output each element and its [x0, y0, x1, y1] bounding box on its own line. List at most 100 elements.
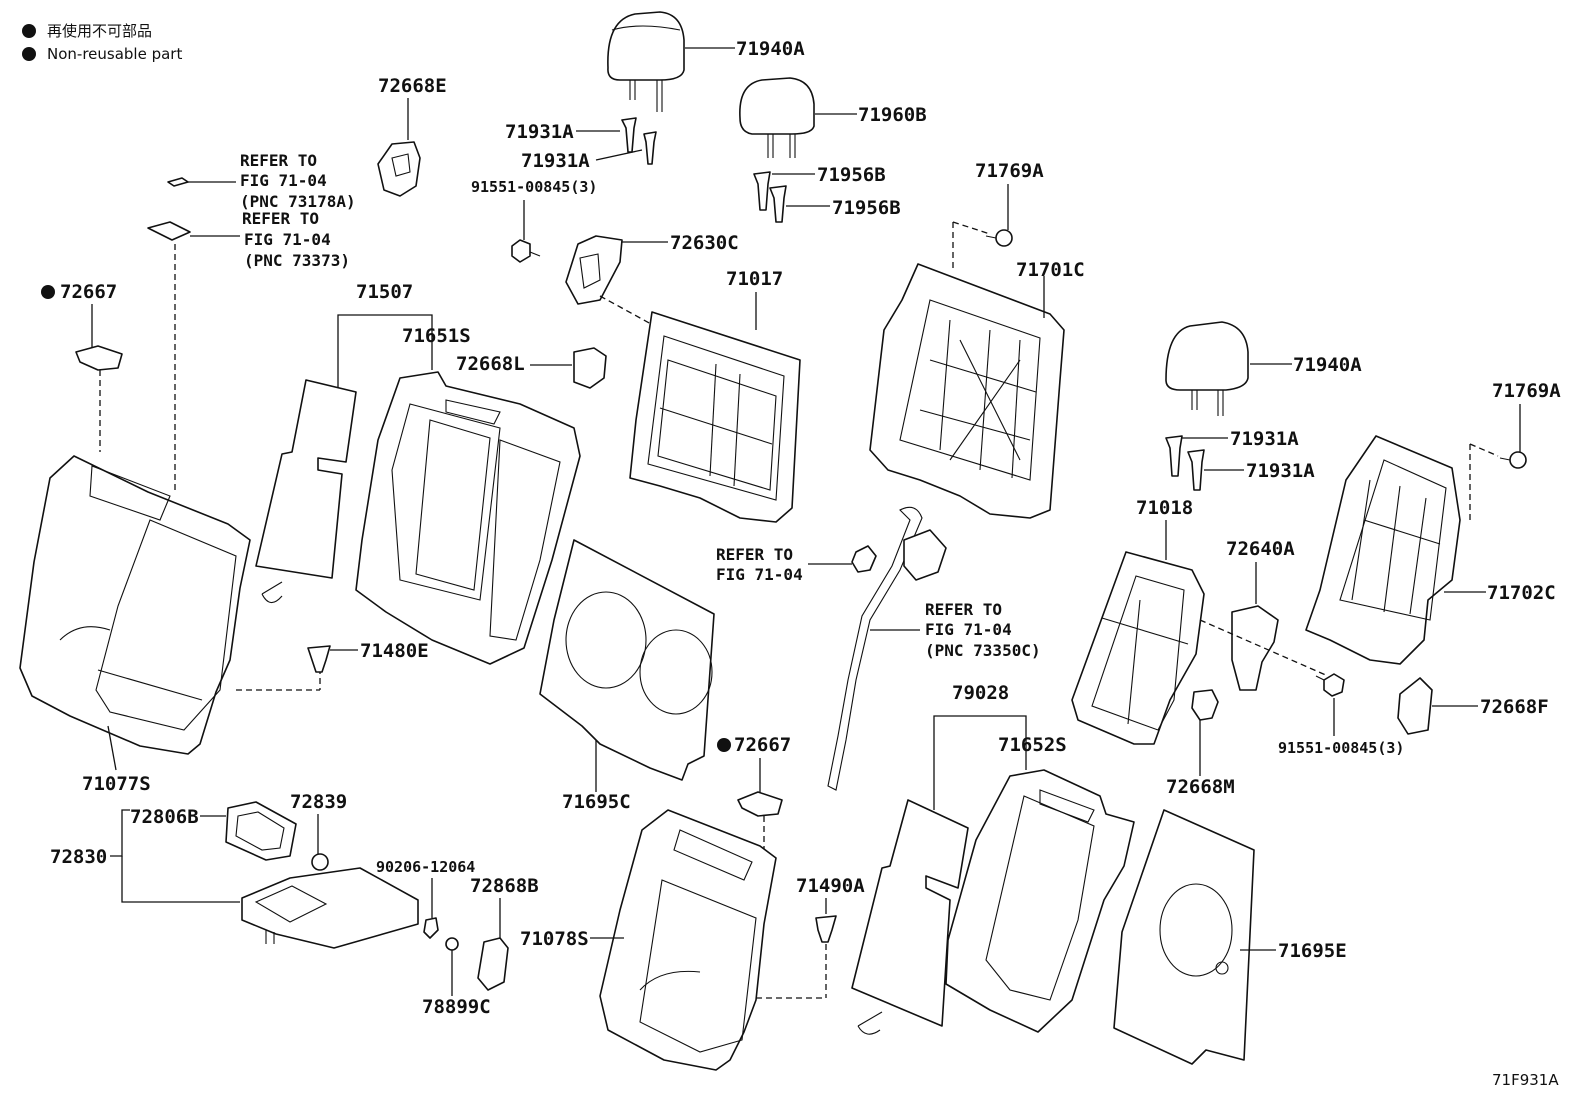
label-72630c: 72630C	[670, 232, 739, 254]
headrest-71960b	[739, 77, 815, 158]
board-71695c	[539, 539, 715, 781]
label-71078s: 71078S	[520, 928, 589, 950]
label-71931a-4: 71931A	[1246, 460, 1315, 482]
refer1-line2: FIG 71-04	[240, 171, 327, 190]
headrest-guide-71956b	[753, 171, 787, 223]
label-71940a-top: 71940A	[736, 38, 805, 60]
refer2-line3: (PNC 73373)	[244, 251, 350, 270]
clip-72667-center	[737, 791, 783, 817]
label-71702c: 71702C	[1487, 582, 1556, 604]
refer1-line3: (PNC 73178A)	[240, 192, 356, 211]
bracket-72668e	[377, 141, 421, 197]
label-71956b-2: 71956B	[832, 197, 901, 219]
label-71652s: 71652S	[998, 734, 1067, 756]
legend-jp-text: 再使用不可部品	[47, 22, 152, 40]
refer-block-1: REFER TO FIG 71-04 (PNC 73178A)	[167, 151, 356, 211]
board-71695e	[1113, 809, 1255, 1065]
seatback-frame-71018	[1071, 551, 1205, 745]
legend: 再使用不可部品 Non-reusable part	[22, 22, 182, 63]
refer4-line3: (PNC 73350C)	[925, 641, 1041, 660]
seatback-cover-71651s	[355, 371, 581, 665]
legend-en-text: Non-reusable part	[47, 45, 182, 63]
headrest-guide-71931a-right	[1165, 435, 1205, 491]
label-91551-top: 91551-00845(3)	[471, 178, 597, 196]
clip-72839	[311, 853, 329, 871]
label-71940a-right: 71940A	[1293, 354, 1362, 376]
bracket-72668f	[1397, 677, 1433, 735]
seatback-panel-71701c	[869, 263, 1065, 519]
refer1-line1: REFER TO	[240, 151, 317, 170]
seatback-cover-71077s	[19, 455, 251, 755]
label-71695c: 71695C	[562, 791, 631, 813]
refer4-line1: REFER TO	[925, 600, 1002, 619]
label-71018: 71018	[1136, 497, 1193, 519]
label-72668m: 72668M	[1166, 776, 1235, 798]
refer2-line1: REFER TO	[242, 209, 319, 228]
refer3-line1: REFER TO	[716, 545, 793, 564]
seatback-frame-71017	[629, 311, 801, 523]
label-72640a: 72640A	[1226, 538, 1295, 560]
label-71960b: 71960B	[858, 104, 927, 126]
label-72839: 72839	[290, 791, 347, 813]
clip-90206	[423, 917, 439, 939]
label-71017: 71017	[726, 268, 783, 290]
refer4-line2: FIG 71-04	[925, 620, 1012, 639]
clip-71490a	[815, 915, 837, 943]
seatbelt-assembly	[827, 506, 947, 791]
refer3-line2: FIG 71-04	[716, 565, 803, 584]
screw-71769a-top	[985, 229, 1013, 247]
label-71077s: 71077S	[82, 773, 151, 795]
label-71769a-top: 71769A	[975, 160, 1044, 182]
label-72806b: 72806B	[130, 806, 199, 828]
bracket-72640a	[1231, 605, 1279, 691]
refer-block-3: REFER TO FIG 71-04	[716, 545, 803, 584]
label-79028: 79028	[952, 682, 1009, 704]
seatback-cover-71652s	[945, 769, 1135, 1033]
screw-71769a-right	[1499, 451, 1527, 469]
label-71956b-1: 71956B	[817, 164, 886, 186]
clip-78899c	[445, 937, 459, 951]
bolt-91551-right	[1315, 673, 1345, 697]
refer2-line2: FIG 71-04	[244, 230, 331, 249]
armrest-tray-72830	[241, 867, 419, 949]
heater-pad-79028	[851, 799, 969, 1035]
label-90206: 90206-12064	[376, 858, 475, 876]
label-72668f: 72668F	[1480, 696, 1549, 718]
label-71480e: 71480E	[360, 640, 429, 662]
heater-pad-71507	[255, 379, 357, 604]
bracket-72630c	[565, 235, 623, 305]
clip-72667-left	[75, 345, 123, 371]
seatback-panel-71702c	[1305, 435, 1461, 665]
label-71701c: 71701C	[1016, 259, 1085, 281]
label-71769a-right: 71769A	[1492, 380, 1561, 402]
label-71490a: 71490A	[796, 875, 865, 897]
label-72868b: 72868B	[470, 875, 539, 897]
seatback-cover-71078s	[599, 809, 777, 1071]
cup-holder-72806b	[225, 801, 297, 861]
bracket-72668m	[1191, 689, 1219, 721]
label-71695e: 71695E	[1278, 940, 1347, 962]
label-72667-left: 72667	[60, 281, 117, 303]
clip-71480e	[307, 645, 331, 673]
label-72667-center: 72667	[734, 734, 791, 756]
headrest-71940a-right	[1165, 321, 1249, 416]
figure-id: 71F931A	[1492, 1071, 1559, 1089]
label-71651s: 71651S	[402, 325, 471, 347]
label-91551-right: 91551-00845(3)	[1278, 739, 1404, 757]
refer-block-4: REFER TO FIG 71-04 (PNC 73350C)	[925, 600, 1041, 660]
label-78899c: 78899C	[422, 996, 491, 1018]
refer-block-2: REFER TO FIG 71-04 (PNC 73373)	[147, 209, 350, 270]
label-71931a-2: 71931A	[521, 150, 590, 172]
label-72668e: 72668E	[378, 75, 447, 97]
cover-72868b	[477, 937, 509, 991]
label-71931a-1: 71931A	[505, 121, 574, 143]
label-71931a-3: 71931A	[1230, 428, 1299, 450]
headrest-guide-71931a-top	[621, 117, 657, 165]
label-71507: 71507	[356, 281, 413, 303]
headrest-71940a-top	[607, 11, 685, 112]
label-72668l: 72668L	[456, 353, 525, 375]
label-72830: 72830	[50, 846, 107, 868]
bracket-72668l	[573, 347, 607, 389]
bolt-91551-top	[511, 239, 541, 263]
